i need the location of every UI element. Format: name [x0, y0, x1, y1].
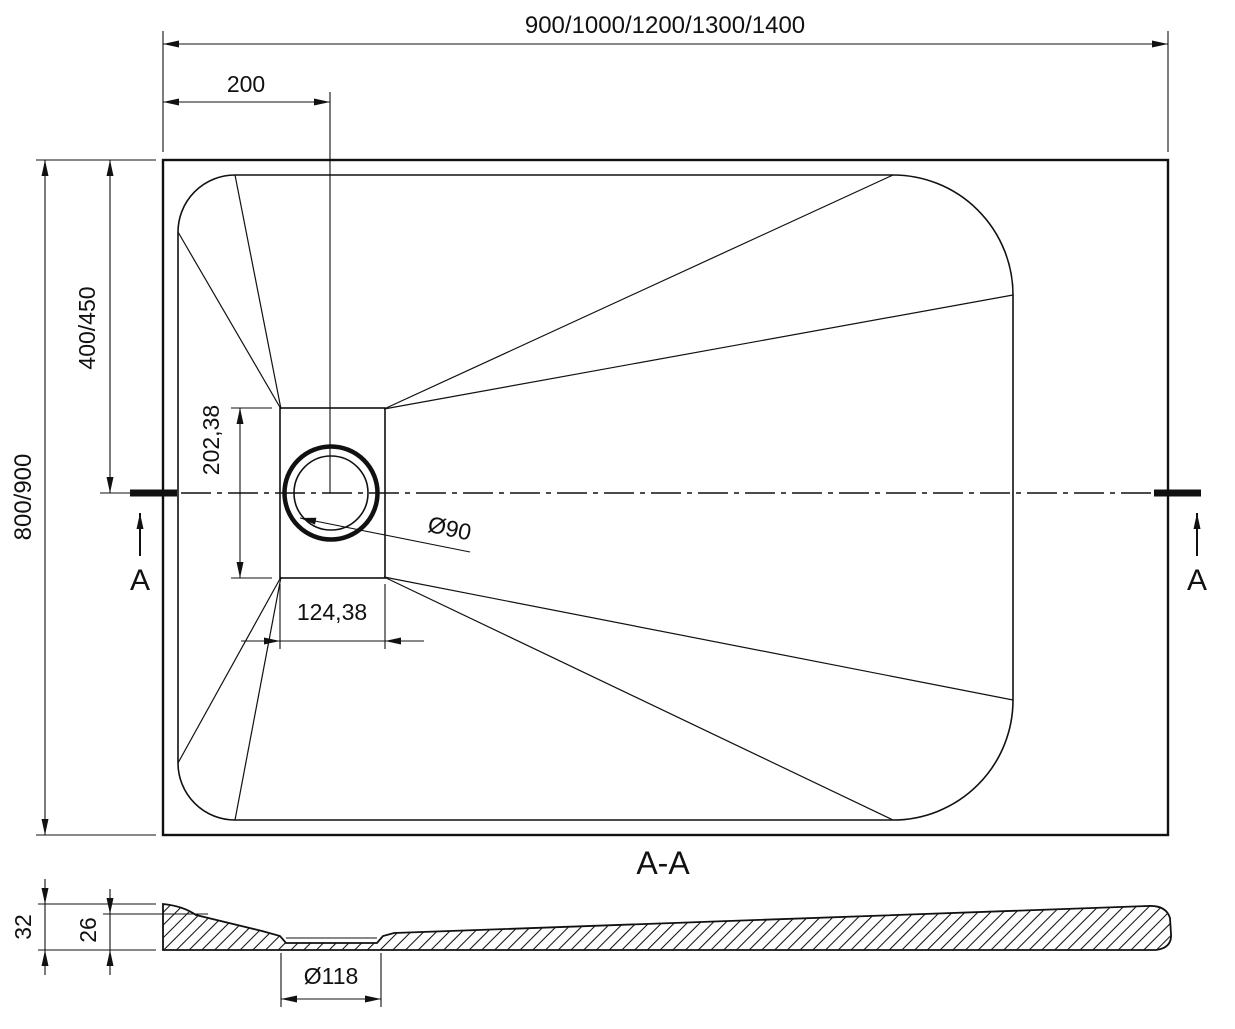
- section-mark-left-label: A: [130, 564, 150, 597]
- dim-overall-width: 900/1000/1200/1300/1400: [162, 12, 1169, 152]
- drain-block-height-label: 202,38: [198, 405, 224, 475]
- top-view: A A 900/1000/1200/1300/1400 200 800/900: [10, 12, 1207, 837]
- tray-outer-outline: [161, 158, 1170, 837]
- slope-lines: [177, 174, 1014, 821]
- overall-depth-label: 800/900: [10, 454, 37, 541]
- section-cut-line: A A: [130, 489, 1207, 597]
- dim-section-inner-height: 26: [75, 889, 208, 975]
- drain-block-width-label: 124,38: [297, 599, 367, 625]
- section-total-height-label: 32: [10, 914, 36, 940]
- dim-section-total-height: 32: [10, 879, 156, 975]
- section-view: A-A 32 26 Ø118: [10, 845, 1172, 1007]
- drain-offset-label: 200: [227, 71, 265, 97]
- section-title: A-A: [636, 845, 690, 881]
- overall-width-label: 900/1000/1200/1300/1400: [525, 12, 805, 39]
- waste-diameter-label: Ø118: [304, 963, 359, 989]
- dim-overall-depth: 800/900: [10, 159, 156, 836]
- tray-floor-outline: [177, 174, 1014, 821]
- section-inner-height-label: 26: [75, 917, 101, 943]
- dim-waste-diameter: Ø118: [280, 953, 382, 1007]
- dim-drain-diameter: Ø90: [299, 511, 474, 553]
- dim-drain-block-height: 202,38: [198, 405, 272, 579]
- dim-centre-offset: 400/450: [74, 160, 132, 494]
- dim-drain-offset: 200: [163, 71, 331, 493]
- section-mark-right-label: A: [1187, 564, 1207, 597]
- centre-offset-label: 400/450: [74, 286, 100, 369]
- section-body: [162, 903, 1172, 951]
- drain-diameter-label: Ø90: [426, 511, 474, 545]
- dim-drain-block-width: 124,38: [241, 584, 424, 649]
